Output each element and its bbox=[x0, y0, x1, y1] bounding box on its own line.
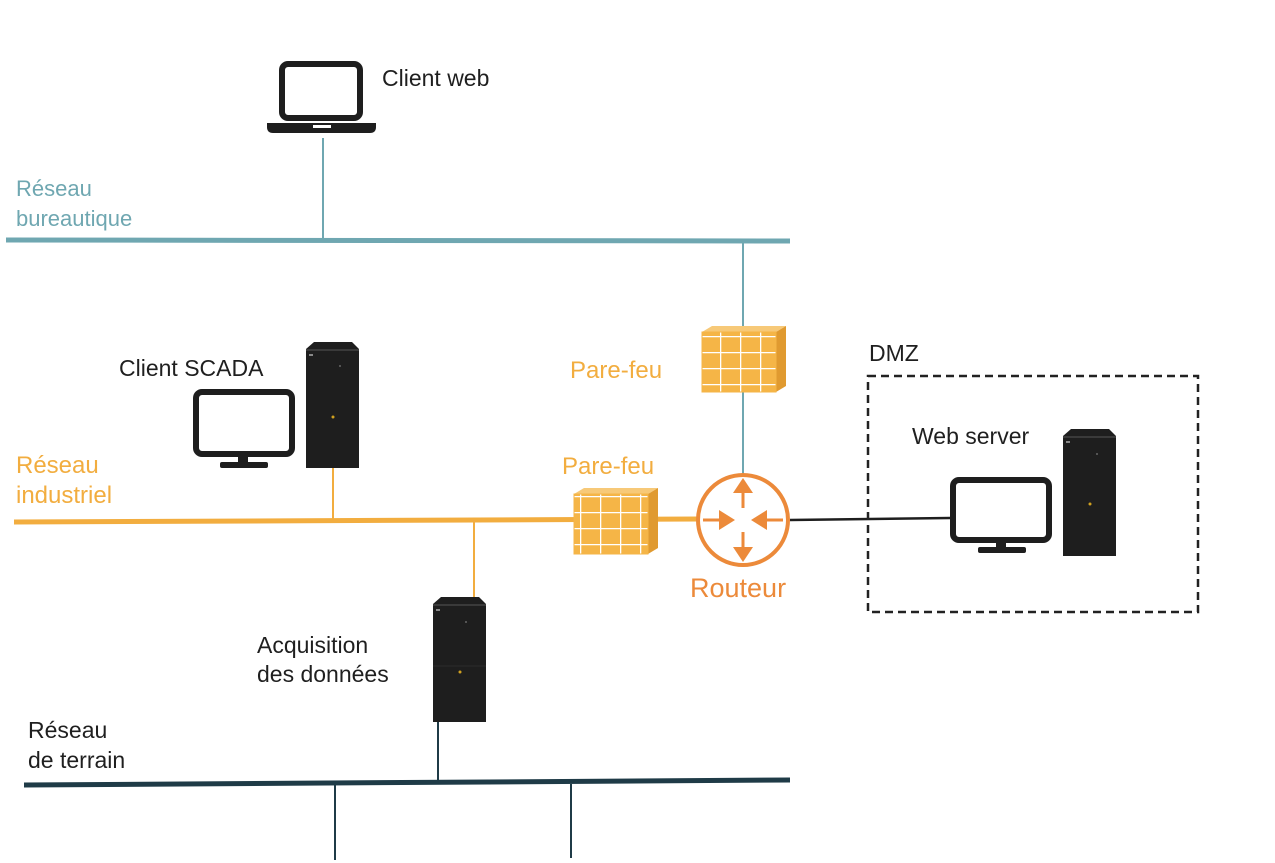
firewall-top-label: Pare-feu bbox=[570, 357, 662, 384]
router-icon bbox=[696, 473, 790, 567]
industrial-network-label-line2: industriel bbox=[16, 482, 112, 509]
client-web-label: Client web bbox=[382, 65, 489, 91]
tower-server-icon bbox=[433, 597, 486, 722]
office-network-label-line2: bureautique bbox=[16, 206, 132, 231]
acquisition-label-line1: Acquisition bbox=[257, 632, 368, 658]
web-server-label: Web server bbox=[912, 423, 1030, 449]
dmz-label: DMZ bbox=[869, 340, 919, 366]
acquisition-label-line2: des données bbox=[257, 661, 389, 687]
client-scada-label: Client SCADA bbox=[119, 355, 264, 381]
firewall-icon bbox=[573, 488, 658, 555]
laptop-icon bbox=[267, 61, 376, 133]
field-network-label-line1: Réseau bbox=[28, 717, 107, 743]
desktop-tower-icon bbox=[193, 342, 359, 468]
field-network-label-line2: de terrain bbox=[28, 747, 125, 773]
router-label: Routeur bbox=[690, 573, 786, 603]
desktop-tower-icon bbox=[950, 429, 1116, 556]
office-network-bus bbox=[5, 237, 791, 244]
industrial-network-label-line1: Réseau bbox=[16, 452, 99, 479]
dmz-boundary bbox=[866, 374, 1200, 614]
firewall-icon bbox=[701, 326, 786, 393]
office-network-label-line1: Réseau bbox=[16, 176, 92, 201]
firewall-bottom-label: Pare-feu bbox=[562, 453, 654, 480]
field-network-bus bbox=[23, 777, 791, 788]
router-dmz-link bbox=[789, 516, 951, 522]
